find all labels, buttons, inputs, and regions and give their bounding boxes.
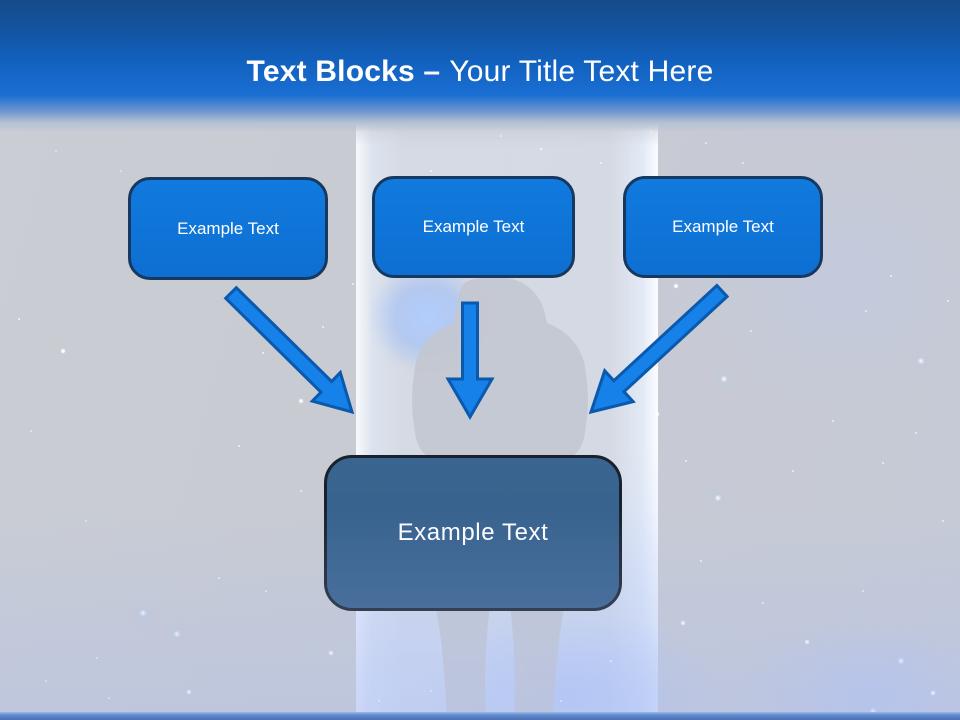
text-block-3[interactable]: Example Text [623,176,823,278]
text-block-2-label: Example Text [422,217,525,236]
footer-bar [0,712,960,720]
down-arrow-icon[interactable] [445,301,495,420]
text-block-3-label: Example Text [672,217,774,236]
slide-title-bold: Text Blocks – [246,55,441,88]
down-right-arrow-icon[interactable] [223,285,355,415]
text-block-1[interactable]: Example Text [128,177,328,280]
slide-title-regular: Your Title Text Here [449,55,714,88]
slide-title: Text Blocks –Your Title Text Here [0,54,960,90]
summary-block-label: Example Text [397,519,549,546]
down-left-arrow-icon[interactable] [588,283,730,415]
text-block-2[interactable]: Example Text [372,176,575,278]
text-block-1-label: Example Text [177,218,279,238]
summary-block[interactable]: Example Text [324,455,622,611]
